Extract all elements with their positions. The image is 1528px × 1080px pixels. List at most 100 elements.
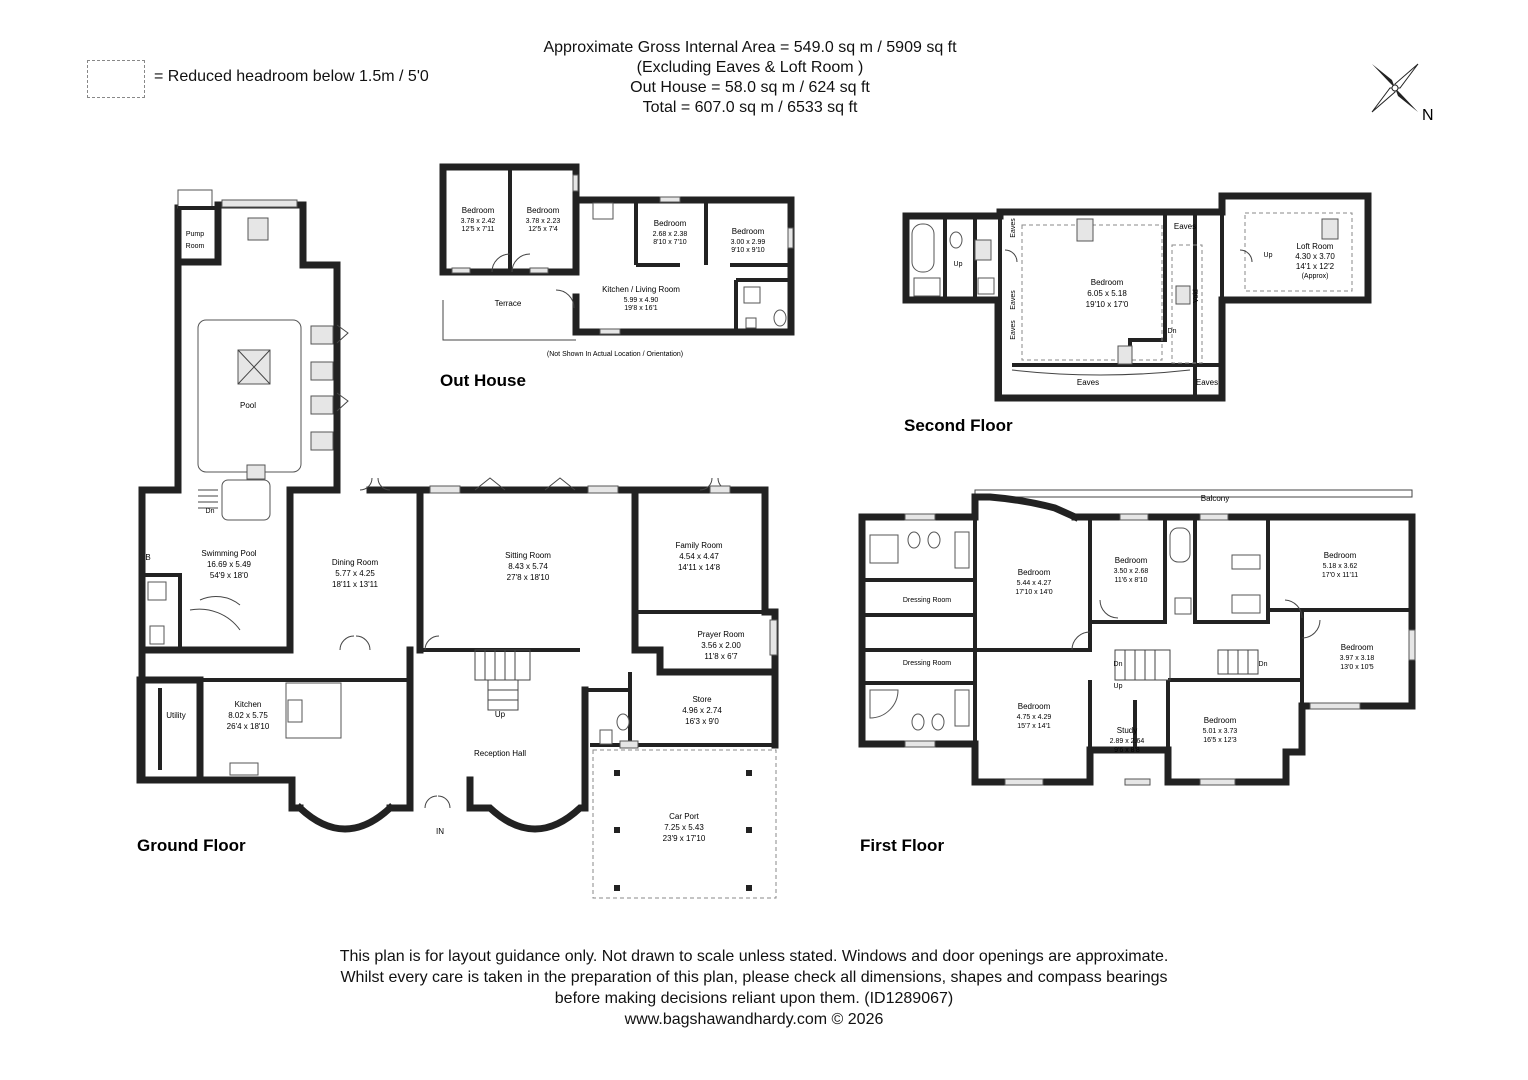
sf-bed-ft: 19'10 x 17'0 — [1086, 300, 1129, 309]
dining-ft: 18'11 x 13'11 — [332, 580, 378, 589]
store-m: 4.96 x 2.74 — [682, 706, 722, 715]
oh-bed4-ft: 9'10 x 9'10 — [731, 247, 765, 254]
bedE-name: Bedroom — [1018, 702, 1051, 711]
kitchen-name: Kitchen — [235, 700, 262, 709]
excluding-note: (Excluding Eaves & Loft Room ) — [636, 59, 864, 76]
bedE-ft: 15'7 x 14'1 — [1017, 723, 1051, 730]
oh-bed1-m: 3.78 x 2.42 — [461, 218, 496, 225]
oh-bed1-ft: 12'5 x 7'11 — [462, 226, 495, 233]
bedB-ft: 11'6 x 8'10 — [1115, 577, 1148, 584]
outhouse-plan — [439, 163, 795, 341]
prayer-ft: 11'8 x 6'7 — [704, 652, 738, 661]
eaves-top: Eaves — [1174, 222, 1196, 231]
oh-bed4-m: 3.00 x 2.99 — [731, 239, 766, 246]
sitting-m: 8.43 x 5.74 — [508, 562, 548, 571]
sf-up1: Up — [954, 261, 963, 268]
north-label: N — [1422, 107, 1434, 124]
swim-m: 16.69 x 5.49 — [207, 560, 252, 569]
store-name: Store — [692, 695, 712, 704]
swim-name: Swimming Pool — [201, 549, 256, 558]
oh-bed2-ft: 12'5 x 7'4 — [528, 226, 558, 233]
loft-m: 4.30 x 3.70 — [1295, 252, 1335, 261]
utility-label: Utility — [166, 711, 186, 720]
website-link[interactable]: www.bagshawandhardy.com © 2026 — [624, 1011, 884, 1028]
bedD-name: Bedroom — [1341, 643, 1374, 652]
pump-room-l2: Room — [186, 243, 205, 250]
oh-bed3-ft: 8'10 x 7'10 — [653, 239, 687, 246]
disclaimer-line3: before making decisions reliant upon the… — [554, 990, 954, 1007]
compass-icon — [1371, 63, 1419, 113]
eaves-right: Eaves — [1196, 378, 1218, 387]
b-label: B — [145, 553, 150, 562]
ff-dn2: Dn — [1259, 661, 1268, 668]
bedA-name: Bedroom — [1018, 568, 1051, 577]
outhouse-title: Out House — [440, 371, 526, 390]
prayer-m: 3.56 x 2.00 — [701, 641, 741, 650]
bedC-m: 5.18 x 3.62 — [1323, 563, 1358, 570]
void-label: Void — [1193, 289, 1200, 303]
disclaimer-line1: This plan is for layout guidance only. N… — [339, 948, 1169, 965]
bedC-name: Bedroom — [1324, 551, 1357, 560]
stairs-up: Up — [495, 710, 506, 719]
kitchen-m: 8.02 x 5.75 — [228, 711, 268, 720]
second-floor-plan — [902, 192, 1372, 402]
sf-up2: Up — [1264, 252, 1273, 259]
bedC-ft: 17'0 x 11'11 — [1322, 572, 1358, 579]
first-floor-plan — [858, 489, 1416, 786]
eaves-bottom: Eaves — [1077, 378, 1099, 387]
loft-ft: 14'1 x 12'2 — [1296, 262, 1335, 271]
oh-kitchen-m: 5.99 x 4.90 — [624, 297, 659, 304]
study-name: Study — [1117, 726, 1137, 735]
oh-bed1-name: Bedroom — [462, 206, 495, 215]
sf-bed-m: 6.05 x 5.18 — [1087, 289, 1127, 298]
bedB-name: Bedroom — [1115, 556, 1148, 565]
dressing-1: Dressing Room — [903, 597, 951, 604]
ground-floor-plan — [136, 189, 779, 899]
outhouse-area: Out House = 58.0 sq m / 624 sq ft — [630, 79, 870, 96]
gross-area: Approximate Gross Internal Area = 549.0 … — [543, 39, 957, 56]
disclaimer-line2: Whilst every care is taken in the prepar… — [340, 969, 1168, 986]
loft-approx: (Approx) — [1302, 273, 1329, 280]
disclaimer: This plan is for layout guidance only. N… — [264, 946, 1244, 1030]
sitting-ft: 27'8 x 18'10 — [507, 573, 550, 582]
bedF-m: 5.01 x 3.73 — [1203, 728, 1238, 735]
oh-note: (Not Shown In Actual Location / Orientat… — [547, 351, 683, 358]
reduced-headroom-swatch — [87, 60, 145, 98]
oh-bed2-m: 3.78 x 2.23 — [526, 218, 561, 225]
sf-dn: Dn — [1168, 328, 1177, 335]
carport-m: 7.25 x 5.43 — [664, 823, 704, 832]
bedA-m: 5.44 x 4.27 — [1017, 580, 1052, 587]
eaves-side3: Eaves — [1010, 320, 1017, 340]
bedA-ft: 17'10 x 14'0 — [1015, 589, 1052, 596]
loft-name: Loft Room — [1297, 242, 1334, 251]
dressing-2: Dressing Room — [903, 660, 951, 667]
ff-up: Up — [1114, 683, 1123, 690]
bedB-m: 3.50 x 2.68 — [1114, 568, 1149, 575]
swim-ft: 54'9 x 18'0 — [210, 571, 249, 580]
family-name: Family Room — [675, 541, 722, 550]
reduced-headroom-legend: = Reduced headroom below 1.5m / 5'0 — [154, 68, 429, 85]
bedF-ft: 16'5 x 12'3 — [1203, 737, 1237, 744]
sitting-name: Sitting Room — [505, 551, 551, 560]
oh-bed3-m: 2.68 x 2.38 — [653, 231, 688, 238]
family-ft: 14'11 x 14'8 — [678, 563, 721, 572]
bedD-m: 3.97 x 3.18 — [1340, 655, 1375, 662]
sf-bed-name: Bedroom — [1091, 278, 1124, 287]
hall-label: Reception Hall — [474, 749, 526, 758]
oh-terrace: Terrace — [495, 299, 522, 308]
carport-ft: 23'9 x 17'10 — [663, 834, 706, 843]
oh-kitchen-name: Kitchen / Living Room — [602, 285, 680, 294]
kitchen-ft: 26'4 x 18'10 — [227, 722, 270, 731]
dining-name: Dining Room — [332, 558, 379, 567]
pool-label: Pool — [240, 401, 256, 410]
prayer-name: Prayer Room — [697, 630, 744, 639]
store-ft: 16'3 x 9'0 — [685, 717, 719, 726]
pool-dn: Dn — [206, 508, 215, 515]
second-floor-title: Second Floor — [904, 416, 1013, 435]
oh-bed4-name: Bedroom — [732, 227, 765, 236]
ground-floor-title: Ground Floor — [137, 836, 246, 855]
oh-bed3-name: Bedroom — [654, 219, 687, 228]
balcony-label: Balcony — [1201, 494, 1229, 503]
bedF-name: Bedroom — [1204, 716, 1237, 725]
